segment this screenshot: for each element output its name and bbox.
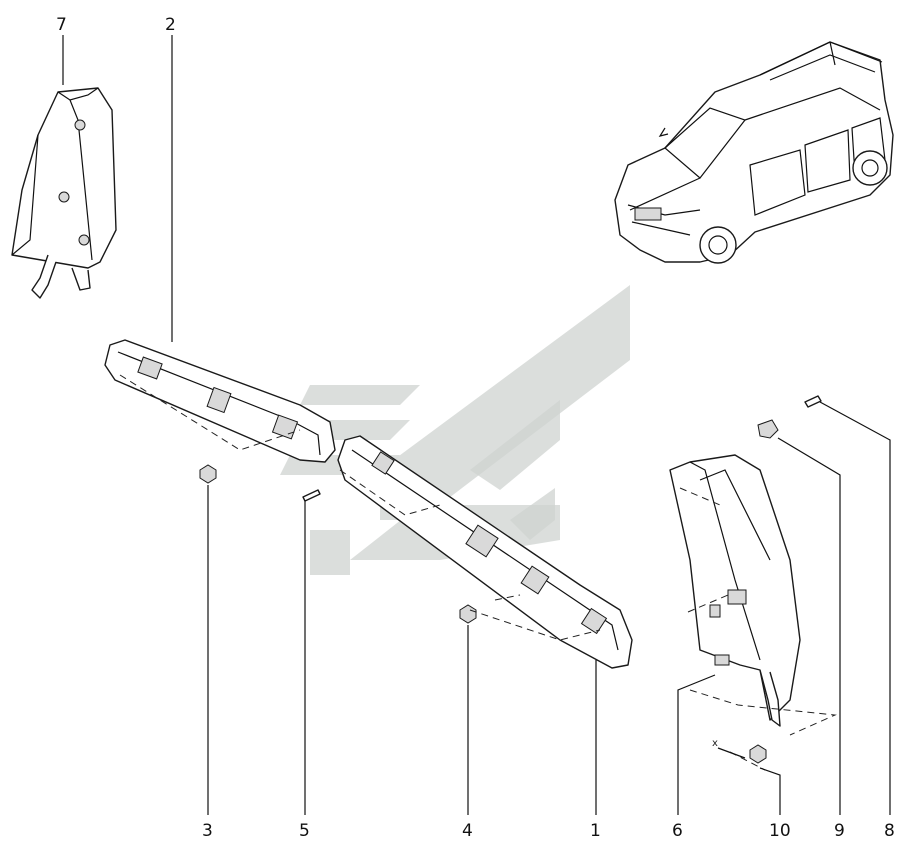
- screw-part-8: [804, 395, 822, 408]
- callout-6: 6: [672, 821, 683, 841]
- callout-4: 4: [462, 821, 473, 841]
- upper-bar-part-2: [104, 339, 336, 463]
- callout-9: 9: [834, 821, 845, 841]
- nut-part-10: [749, 744, 767, 764]
- side-lamp-part-6: [669, 454, 801, 727]
- screw-part-5: [302, 489, 321, 502]
- axis-marker-label: x: [712, 738, 718, 749]
- car-illustration: [614, 41, 894, 264]
- callout-3: 3: [202, 821, 213, 841]
- leader-lines: [62, 35, 891, 815]
- callout-8: 8: [884, 821, 895, 841]
- callout-2: 2: [165, 15, 176, 35]
- main-bar-part-1: [337, 435, 633, 669]
- axis-marker: x: [712, 738, 746, 759]
- nut-part-4: [459, 604, 477, 624]
- callout-5: 5: [299, 821, 310, 841]
- nut-part-3: [199, 464, 217, 484]
- clip-part-9: [757, 419, 779, 439]
- side-lamp-part-7: [11, 87, 117, 299]
- callout-1: 1: [590, 821, 601, 841]
- callout-10: 10: [769, 821, 791, 841]
- callout-7: 7: [56, 15, 67, 35]
